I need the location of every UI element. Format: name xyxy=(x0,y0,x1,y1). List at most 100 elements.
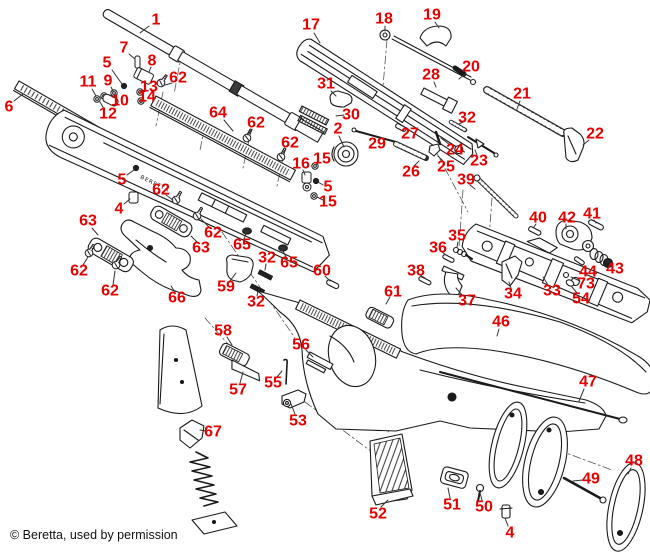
part-label-19: 19 xyxy=(423,7,441,24)
part-label-38: 38 xyxy=(407,263,425,280)
part-label-50: 50 xyxy=(475,499,493,516)
leader-line-55-69 xyxy=(276,370,283,378)
part-label-62: 62 xyxy=(281,135,299,152)
part-label-57: 57 xyxy=(229,382,247,399)
leader-line-53-71 xyxy=(290,403,296,415)
part-label-36: 36 xyxy=(429,240,447,257)
magazine-tube-drawing xyxy=(157,325,238,535)
leader-line-65-43 xyxy=(243,233,247,240)
part-label-73: 73 xyxy=(577,276,595,293)
leader-line-6-12 xyxy=(13,93,24,102)
part-label-30: 30 xyxy=(342,107,360,124)
leader-line-54-64 xyxy=(571,286,578,294)
leader-line-15-35 xyxy=(316,196,324,201)
part-label-29: 29 xyxy=(368,136,386,153)
cheek-piece-drawing xyxy=(401,293,650,395)
leader-line-29-25 xyxy=(378,137,383,140)
leader-line-5-36 xyxy=(126,169,135,176)
leader-line-28-18 xyxy=(433,81,437,88)
leader-line-32-27 xyxy=(458,121,464,125)
part-label-63: 63 xyxy=(79,213,97,230)
part-label-33: 33 xyxy=(543,283,561,300)
part-label-62: 62 xyxy=(101,283,119,300)
part-label-66: 66 xyxy=(168,290,186,307)
part-label-55: 55 xyxy=(264,375,282,392)
leader-line-8-6 xyxy=(148,66,152,73)
part-label-32: 32 xyxy=(247,294,265,311)
leader-line-22-20 xyxy=(582,139,590,146)
part-label-32: 32 xyxy=(458,110,476,127)
leader-line-65-44 xyxy=(282,250,287,258)
butt-pads-drawing xyxy=(439,371,646,552)
part-label-5: 5 xyxy=(118,172,127,189)
part-label-65: 65 xyxy=(233,237,251,254)
leader-line-73-63 xyxy=(570,276,581,282)
part-label-43: 43 xyxy=(606,261,624,278)
part-label-26: 26 xyxy=(402,164,420,181)
bolt-handle-drawing xyxy=(226,254,395,329)
part-label-37: 37 xyxy=(458,293,476,310)
leader-line-24-31 xyxy=(440,137,451,146)
stock-drawing xyxy=(257,290,607,433)
leader-line-17-1 xyxy=(313,32,321,44)
part-label-48: 48 xyxy=(625,453,643,470)
leader-line-56-70 xyxy=(305,349,314,358)
part-label-6: 6 xyxy=(5,99,14,116)
leader-line-20-17 xyxy=(458,72,467,80)
part-label-28: 28 xyxy=(422,67,440,84)
part-label-49: 49 xyxy=(582,471,600,488)
leader-line-33-58 xyxy=(542,276,549,286)
part-label-35: 35 xyxy=(448,228,466,245)
leader-line-48-74 xyxy=(627,467,632,475)
part-label-22: 22 xyxy=(586,126,604,143)
leader-line-52-76 xyxy=(380,499,389,508)
leader-line-38-53 xyxy=(419,274,426,279)
latch-parts-drawing xyxy=(218,342,307,409)
part-label-40: 40 xyxy=(529,210,547,227)
leader-line-67-73 xyxy=(199,429,207,432)
sight-rail-drawing xyxy=(149,95,297,183)
part-label-17: 17 xyxy=(302,17,320,34)
leader-line-49-75 xyxy=(572,479,584,482)
leader-line-15-29 xyxy=(315,162,319,166)
part-label-65: 65 xyxy=(280,255,298,272)
part-label-23: 23 xyxy=(470,153,488,170)
part-label-34: 34 xyxy=(504,286,522,303)
leader-line-62-41 xyxy=(200,218,210,228)
part-label-27: 27 xyxy=(401,126,419,143)
leader-line-60-51 xyxy=(324,275,331,282)
part-label-4: 4 xyxy=(115,201,124,218)
leader-line-37-56 xyxy=(455,287,463,296)
part-label-47: 47 xyxy=(579,374,597,391)
leader-line-66-49 xyxy=(170,285,176,293)
leader-line-7-4 xyxy=(128,53,136,60)
leader-line-36-54 xyxy=(441,251,447,256)
leader-line-34-57 xyxy=(508,281,512,289)
part-label-4: 4 xyxy=(506,525,515,542)
part-label-67: 67 xyxy=(204,424,222,441)
part-label-58: 58 xyxy=(214,323,232,340)
leader-line-5-34 xyxy=(317,181,324,186)
part-label-54: 54 xyxy=(572,291,590,308)
leader-line-21-19 xyxy=(516,100,521,110)
part-label-31: 31 xyxy=(317,76,335,93)
bracket-16-drawing xyxy=(128,162,320,204)
part-label-59: 59 xyxy=(217,279,235,296)
part-label-18: 18 xyxy=(375,11,393,28)
leader-line-62-23 xyxy=(247,128,253,136)
part-label-24: 24 xyxy=(446,142,464,159)
part-label-51: 51 xyxy=(443,497,461,514)
part-label-21: 21 xyxy=(513,86,531,103)
leader-line-9-9 xyxy=(110,86,114,92)
leader-line-31-11 xyxy=(330,90,337,97)
bolt-group-drawing xyxy=(296,25,585,166)
leader-line-63-40 xyxy=(91,227,99,236)
leader-line-61-52 xyxy=(385,296,391,305)
part-label-7: 7 xyxy=(120,40,129,57)
part-label-60: 60 xyxy=(313,263,331,280)
part-label-10: 10 xyxy=(111,93,129,110)
barrel-cap-drawing xyxy=(331,141,359,167)
part-label-63: 63 xyxy=(192,240,210,257)
part-label-8: 8 xyxy=(148,53,157,70)
